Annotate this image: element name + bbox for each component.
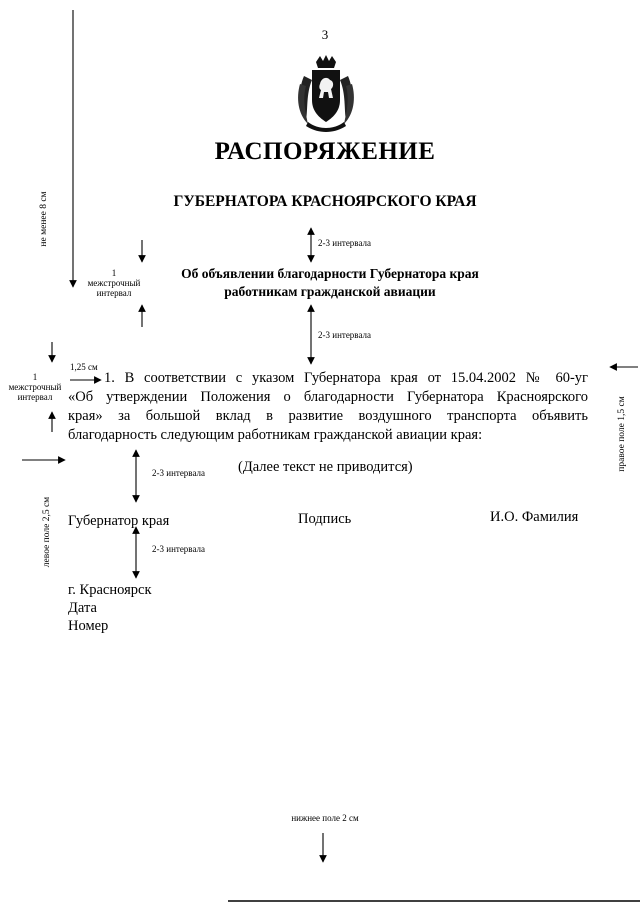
footer-number: Номер — [68, 618, 109, 634]
document-issuer: ГУБЕРНАТОРА КРАСНОЯРСКОГО КРАЯ — [173, 193, 477, 210]
interval-note: 2-3 интервала — [318, 330, 371, 340]
interval-note: 2-3 интервала — [318, 238, 371, 248]
signature-sign: Подпись — [298, 511, 352, 527]
body-line: края» за большой вклад в развитие воздуш… — [68, 408, 588, 424]
page-number: 3 — [321, 27, 329, 42]
line-spacing-note: 1 межстрочный интервал — [8, 372, 62, 402]
coat-of-arms-emblem — [298, 55, 354, 132]
signature-position: Губернатор края — [68, 513, 170, 529]
document-footer: г. Красноярск Дата Номер — [68, 581, 152, 635]
indent-note: 1,25 см — [70, 362, 98, 372]
subject-line: работникам гражданской авиации — [224, 284, 436, 299]
interval-note: 2-3 интервала — [152, 544, 205, 554]
signature-name: И.О. Фамилия — [490, 509, 579, 525]
body-line: благодарность следующим работникам гражд… — [68, 427, 483, 443]
bottom-margin-note: нижнее поле 2 см — [291, 813, 359, 823]
footer-city: г. Красноярск — [68, 582, 152, 598]
footer-date: Дата — [68, 600, 97, 616]
document-subject: Об объявлении благодарности Губернатора … — [150, 265, 510, 301]
interval-note: 2-3 интервала — [152, 468, 205, 478]
omitted-text-note: (Далее текст не приводится) — [238, 459, 413, 475]
body-line: «Об утверждении Положения о благодарност… — [68, 389, 588, 405]
line-spacing-note: 1 межстрочный интервал — [87, 268, 141, 298]
body-line: 1. В соответствии с указом Губернатора к… — [104, 370, 588, 386]
subject-line: Об объявлении благодарности Губернатора … — [181, 266, 479, 281]
document-title: РАСПОРЯЖЕНИЕ — [214, 138, 436, 165]
body-paragraph: 1. В соответствии с указом Губернатора к… — [68, 369, 588, 445]
